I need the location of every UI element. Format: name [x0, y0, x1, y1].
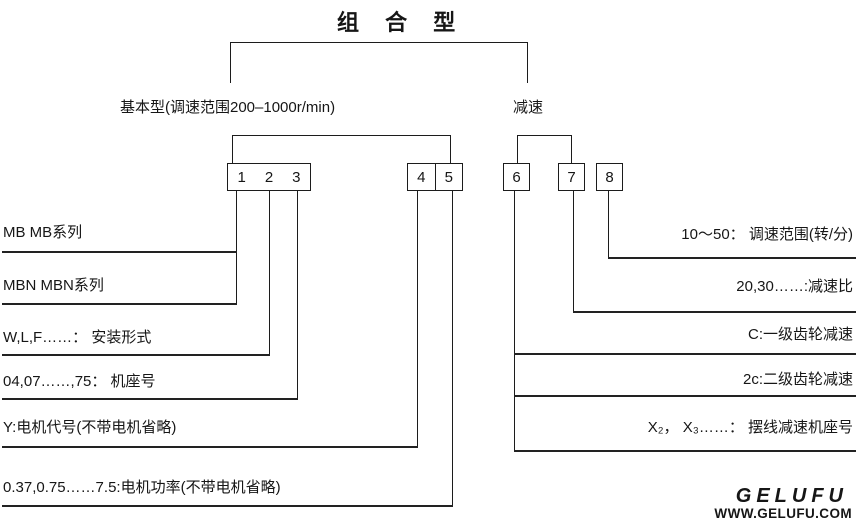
annotation-motor-power: 0.37,0.75……7.5:电机功率(不带电机省略)	[3, 479, 281, 496]
annotation-mounting-form: W,L,F……： 安装形式	[3, 329, 152, 346]
connector-from-digit-5	[452, 191, 453, 507]
annotation-two-stage-gear: 2c:二级齿轮减速	[742, 371, 853, 388]
branch-label-reduction: 减速	[513, 99, 544, 116]
digit-4: 4	[417, 168, 426, 186]
annotation-single-stage-gear: C:一级齿轮减速	[747, 326, 853, 343]
basic-bracket-right-leg	[450, 135, 451, 163]
digit-7: 7	[567, 168, 576, 186]
branch-label-basic-type: 基本型(调速范围200–1000r/min)	[120, 99, 336, 116]
top-bracket-right-leg	[527, 42, 528, 83]
connector-from-digit-6	[514, 191, 515, 452]
digit-2: 2	[264, 168, 274, 186]
connector-from-digit-2	[269, 191, 270, 356]
reduction-bracket-left-leg	[517, 135, 518, 163]
underline-speed-range	[608, 257, 856, 259]
diagram-title: 组 合 型	[337, 10, 466, 35]
reduction-bracket-horizontal-line	[517, 135, 572, 136]
annotation-cycloid-frame-size: X₂， X₃……： 摆线减速机座号	[647, 419, 853, 436]
underline-motor-code	[2, 446, 418, 448]
digit-box-7: 7	[558, 163, 585, 191]
digit-box-8: 8	[596, 163, 623, 191]
top-bracket-left-leg	[230, 42, 231, 83]
digit-6: 6	[512, 168, 521, 186]
underline-mounting-form	[2, 354, 270, 356]
underline-frame-size	[2, 398, 298, 400]
underline-mbn-series	[2, 303, 237, 305]
annotation-mb-series: MB MB系列	[3, 224, 83, 241]
connector-from-digit-8	[608, 191, 609, 258]
digit-3: 3	[292, 168, 301, 186]
underline-mb-series	[2, 251, 237, 253]
digit-1: 1	[237, 168, 246, 186]
basic-bracket-horizontal-line	[232, 135, 451, 136]
annotation-speed-range: 10～50： 调速范围(转/分)	[681, 226, 853, 243]
underline-reduction-ratio	[573, 311, 856, 313]
connector-from-digit-4	[417, 191, 418, 448]
annotation-motor-code: Y:电机代号(不带电机省略)	[3, 419, 177, 436]
underline-motor-power	[2, 505, 453, 507]
connector-from-digit-1	[236, 191, 237, 304]
underline-cycloid-frame-size	[514, 450, 856, 452]
basic-bracket-left-leg	[232, 135, 233, 163]
digit-8: 8	[605, 168, 614, 186]
annotation-reduction-ratio: 20,30……:减速比	[736, 278, 853, 295]
underline-single-stage-gear	[514, 353, 856, 355]
digit-5: 5	[434, 164, 463, 190]
gelufu-logo: GELUFU	[735, 485, 848, 507]
gelufu-website-text: WWW.GELUFU.COM	[714, 506, 852, 521]
connector-from-digit-3	[297, 191, 298, 400]
reduction-bracket-right-leg	[571, 135, 572, 163]
connector-from-digit-7	[573, 191, 574, 312]
digit-box-6: 6	[503, 163, 530, 191]
underline-two-stage-gear	[514, 395, 856, 397]
top-bracket-horizontal-line	[230, 42, 528, 43]
annotation-mbn-series: MBN MBN系列	[3, 277, 104, 294]
annotation-frame-size: 04,07……,75： 机座号	[3, 373, 156, 390]
digit-box-group-4-5: 4 5	[407, 163, 463, 191]
digit-box-group-1-2-3: 1 2 3	[227, 163, 311, 191]
